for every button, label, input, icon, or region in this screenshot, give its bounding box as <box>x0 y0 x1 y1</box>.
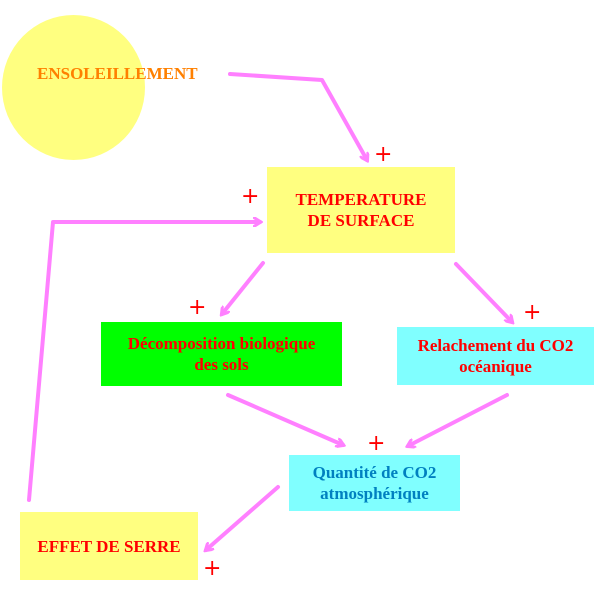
arrow-temperature-to-decomposition <box>222 261 265 314</box>
plus-sign-effet: + <box>203 556 222 581</box>
node-temperature-line2: DE SURFACE <box>307 211 415 230</box>
node-relachement-line2: océanique <box>459 357 532 376</box>
node-co2: Quantité de CO2 atmosphérique <box>289 455 460 511</box>
node-relachement-line1: Relachement du CO2 <box>417 336 574 355</box>
plus-sign-temperature-left: + <box>241 184 260 209</box>
plus-sign-temperature-top: + <box>374 142 393 167</box>
sun-label: ENSOLEILLEMENT <box>37 64 198 83</box>
plus-sign-relachement: + <box>523 300 542 325</box>
node-co2-line1: Quantité de CO2 <box>312 463 437 482</box>
node-decomposition: Décomposition biologique des sols <box>101 322 342 386</box>
node-decomposition-line1: Décomposition biologique <box>127 334 316 353</box>
arrow-sun-to-temperature <box>228 72 367 160</box>
node-relachement: Relachement du CO2 océanique <box>397 327 594 385</box>
node-temperature-line1: TEMPERATURE <box>295 190 427 209</box>
node-decomposition-line2: des sols <box>194 355 249 374</box>
arrow-temperature-to-relachement <box>454 262 512 322</box>
node-temperature: TEMPERATURE DE SURFACE <box>267 167 455 253</box>
node-effet: EFFET DE SERRE <box>20 512 198 580</box>
plus-sign-co2: + <box>367 431 386 456</box>
arrow-effet-to-temperature <box>27 222 260 502</box>
arrow-decomposition-to-co2 <box>226 393 343 445</box>
node-co2-line2: atmosphérique <box>320 484 429 503</box>
plus-sign-decomposition: + <box>188 295 207 320</box>
arrow-relachement-to-co2 <box>408 393 509 446</box>
node-effet-label: EFFET DE SERRE <box>37 536 181 556</box>
arrow-co2-to-effet <box>206 485 280 550</box>
sun-circle <box>2 15 145 160</box>
